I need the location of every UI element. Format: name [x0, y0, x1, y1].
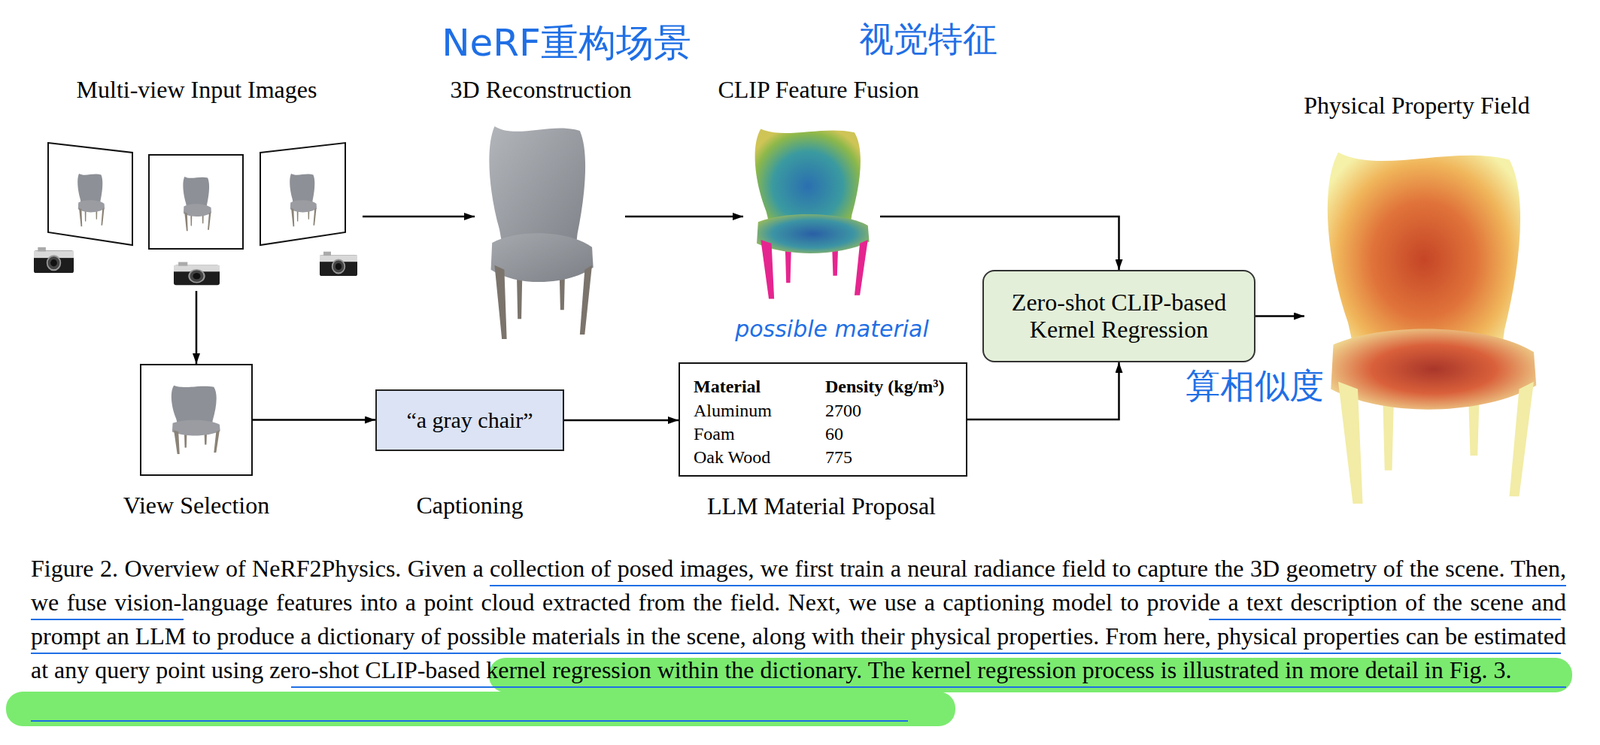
flow-arrow — [195, 291, 198, 365]
property-field-panel: Physical Property Field — [1304, 132, 1557, 511]
stage-heading: 3D Reconstruction — [450, 75, 632, 104]
table-cell: 775 — [825, 447, 853, 469]
table-cell: Material — [693, 376, 761, 398]
table-cell: 60 — [825, 424, 844, 446]
chair-thumbnail — [77, 173, 105, 227]
box-label: Zero-shot CLIP-based Kernel Regression — [995, 288, 1244, 345]
handwritten-note: NeRF重构场景 — [441, 22, 692, 64]
reconstructed-chair — [488, 126, 593, 340]
property-field-chair — [1327, 152, 1537, 504]
camera-icon — [33, 247, 74, 274]
input-views-group: Multi-view Input Images — [30, 75, 363, 292]
material-table-box: Material Density (kg/m³) Aluminum 2700Foam 6… — [678, 362, 968, 478]
kernel-regression-box: Zero-shot CLIP-based Kernel Regression — [982, 270, 1256, 363]
view-selection-box: View Selection — [139, 364, 253, 477]
input-view-frames — [33, 142, 358, 286]
image-frame — [260, 142, 346, 246]
underline — [1208, 619, 1561, 621]
underline — [30, 619, 184, 621]
flow-arrow — [252, 418, 376, 422]
camera-icon — [173, 262, 220, 286]
flow-arrow — [880, 216, 1120, 271]
underline — [291, 686, 1567, 689]
image-frame — [48, 142, 133, 246]
handwritten-note: 视觉特征 — [859, 20, 998, 59]
chair-thumbnail — [289, 173, 317, 227]
caption-box: “a gray chair”Captioning — [375, 389, 565, 452]
table-cell: Oak Wood — [693, 447, 771, 469]
stage-heading: Multi-view Input Images — [76, 75, 318, 104]
feature-fusion-panel: CLIP Feature Fusion — [743, 120, 881, 301]
flow-arrow — [967, 362, 1120, 420]
camera-icon — [319, 251, 358, 277]
stage-heading: LLM Material Proposal — [707, 491, 936, 520]
flow-arrow — [564, 419, 679, 423]
flow-arrow — [1255, 315, 1305, 318]
table-cell: Aluminum — [693, 400, 772, 423]
reconstruction-panel: 3D Reconstruction — [474, 112, 626, 347]
table-cell: Foam — [693, 424, 735, 446]
underline — [30, 652, 1561, 655]
chair-thumbnail — [171, 385, 221, 455]
flow-arrow — [362, 215, 475, 219]
stage-heading: Captioning — [415, 491, 523, 520]
stage-heading: View Selection — [123, 491, 270, 520]
table-cell: 2700 — [825, 400, 862, 423]
flow-arrow — [625, 215, 744, 219]
underline — [30, 720, 908, 723]
figure-caption: Figure 2. Overview of NeRF2Physics. Give… — [30, 552, 1567, 688]
table-cell: Density (kg/m³) — [825, 376, 945, 398]
box-label: “a gray chair” — [406, 407, 533, 435]
highlight-mark — [6, 692, 956, 727]
stage-heading: CLIP Feature Fusion — [717, 75, 919, 104]
image-frame — [148, 154, 243, 249]
chair-thumbnail — [182, 176, 212, 231]
clip-feature-chair — [755, 129, 870, 300]
handwritten-note: possible material — [734, 316, 930, 342]
stage-heading: Physical Property Field — [1303, 91, 1530, 120]
handwritten-note: 算相似度 — [1185, 367, 1324, 406]
underline — [489, 585, 1567, 587]
